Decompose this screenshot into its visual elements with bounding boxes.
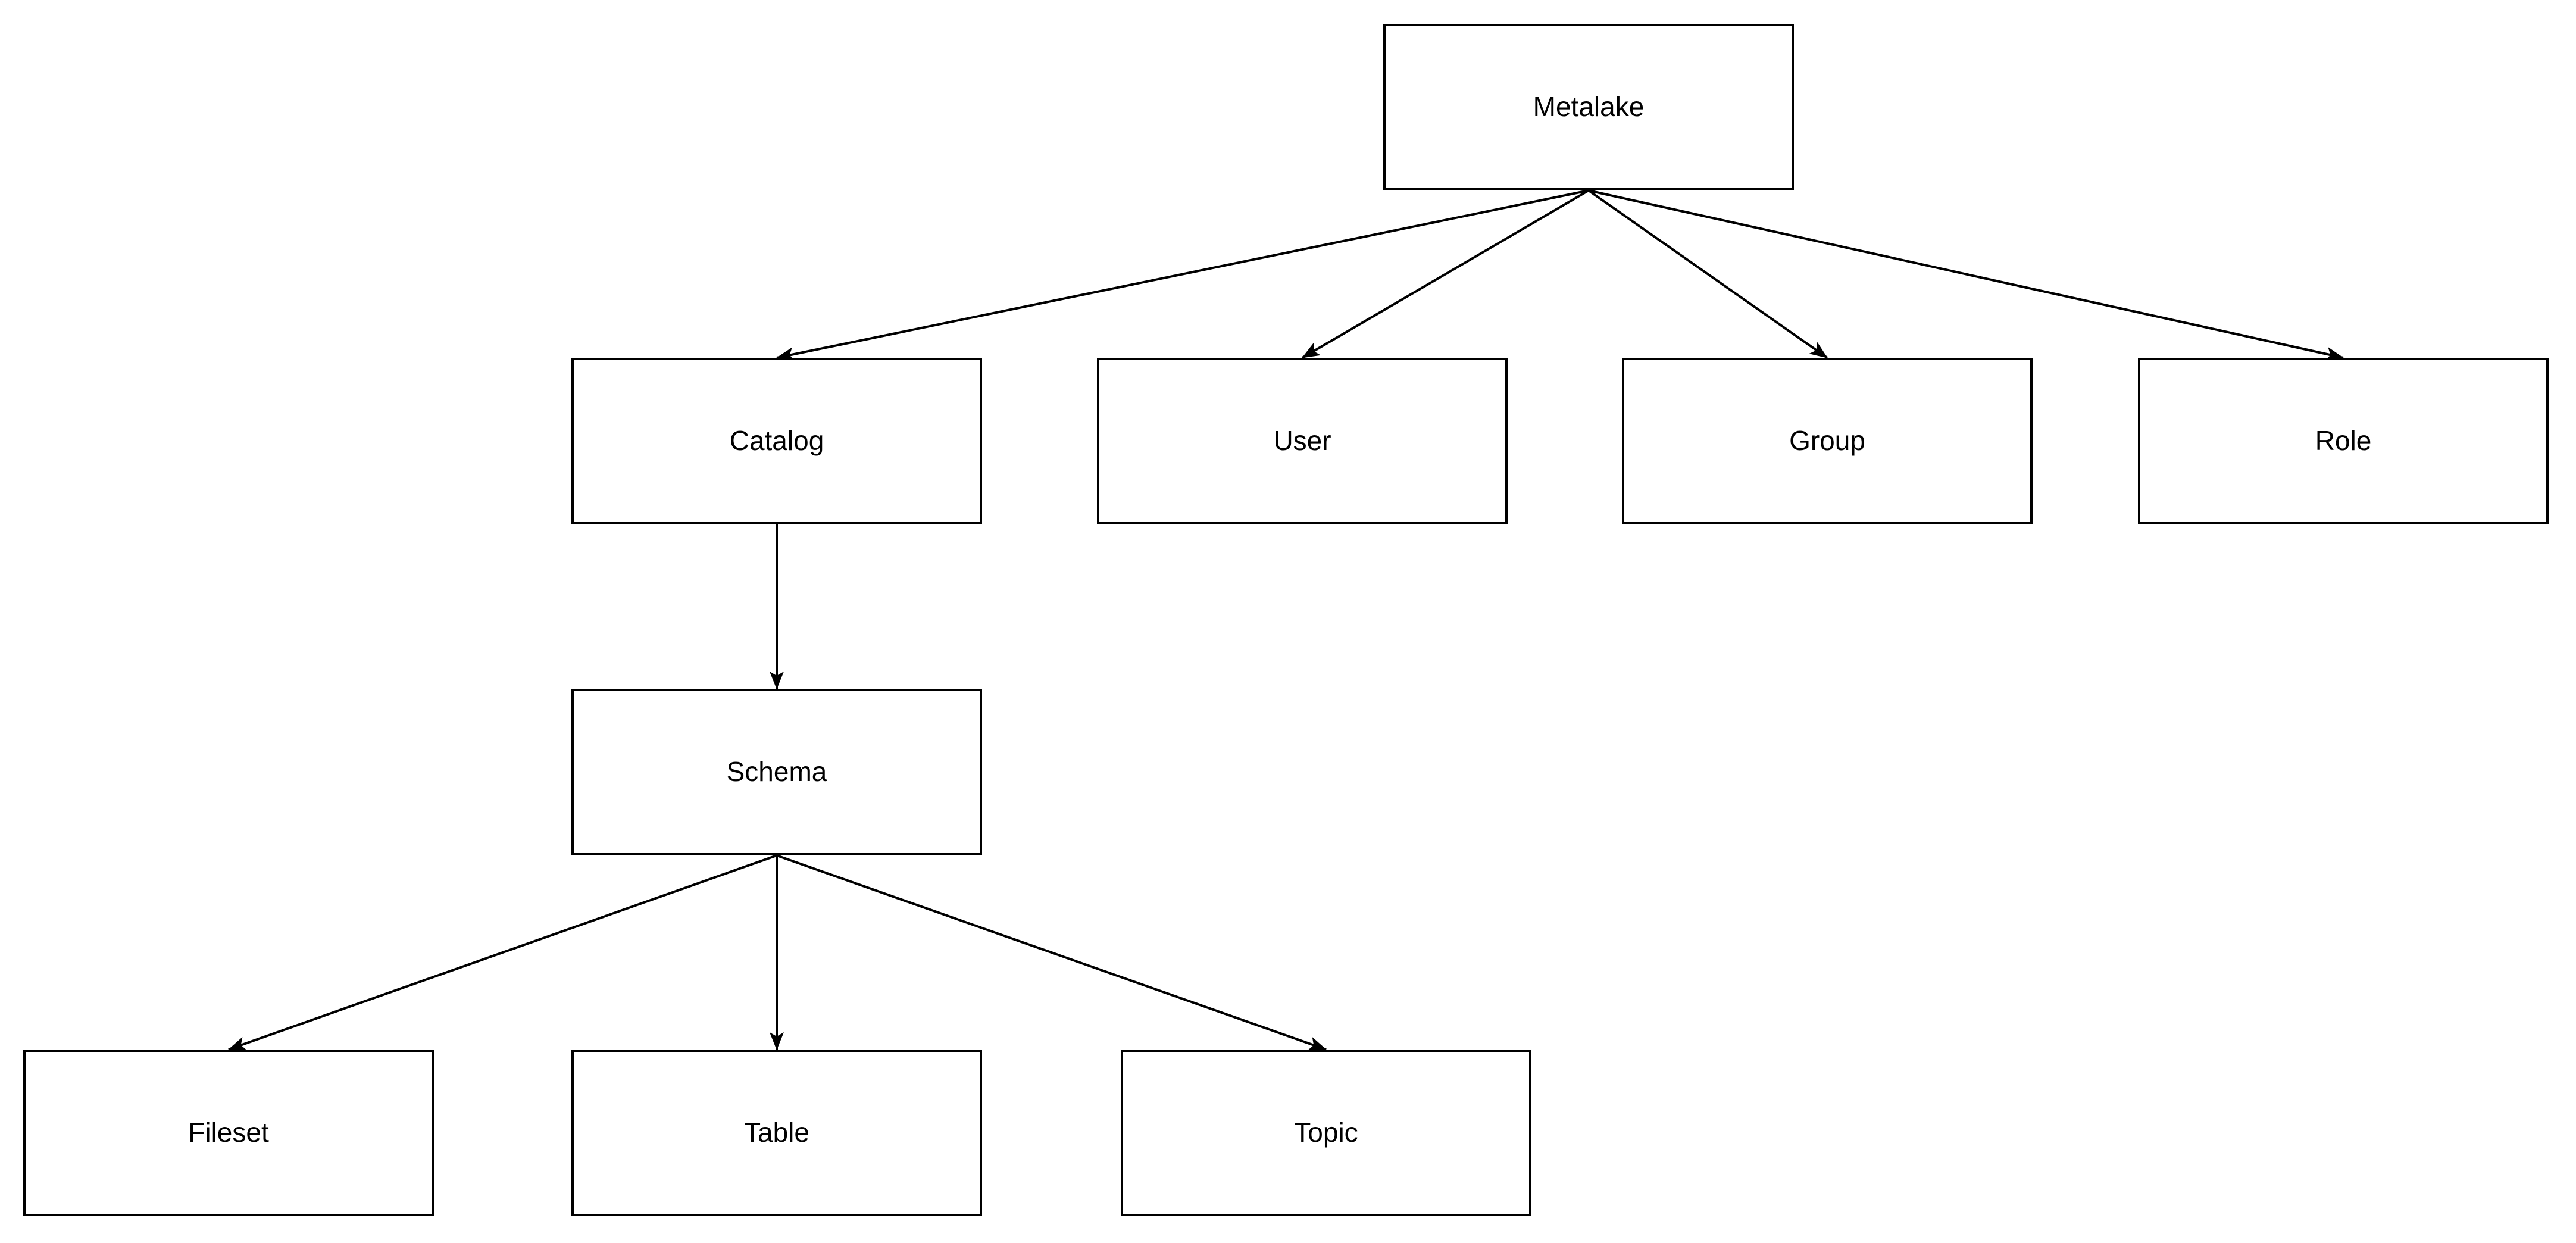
node-label-user: User xyxy=(1273,425,1331,457)
node-label-role: Role xyxy=(2315,425,2372,457)
diagram-node-metalake: Metalake xyxy=(1383,24,1794,190)
edge-metalake-user xyxy=(1301,189,1590,359)
edge-schema-topic xyxy=(776,854,1327,1051)
diagram-node-role: Role xyxy=(2138,358,2549,524)
diagram-node-fileset: Fileset xyxy=(23,1050,434,1216)
node-label-schema: Schema xyxy=(726,756,827,788)
edge-metalake-catalog xyxy=(776,189,1589,361)
diagram-node-table: Table xyxy=(571,1050,982,1216)
diagram-node-user: User xyxy=(1097,358,1508,524)
edge-metalake-role xyxy=(1588,189,2344,361)
node-label-topic: Topic xyxy=(1294,1117,1358,1148)
diagram-node-group: Group xyxy=(1622,358,2033,524)
diagram-node-schema: Schema xyxy=(571,689,982,855)
diagram-node-catalog: Catalog xyxy=(571,358,982,524)
edge-metalake-group xyxy=(1587,189,1828,359)
node-label-table: Table xyxy=(744,1117,809,1148)
node-label-fileset: Fileset xyxy=(188,1117,269,1148)
edge-schema-fileset xyxy=(228,854,777,1051)
diagram-node-topic: Topic xyxy=(1121,1050,1531,1216)
node-label-catalog: Catalog xyxy=(729,425,824,457)
node-label-metalake: Metalake xyxy=(1533,91,1645,123)
node-label-group: Group xyxy=(1789,425,1865,457)
